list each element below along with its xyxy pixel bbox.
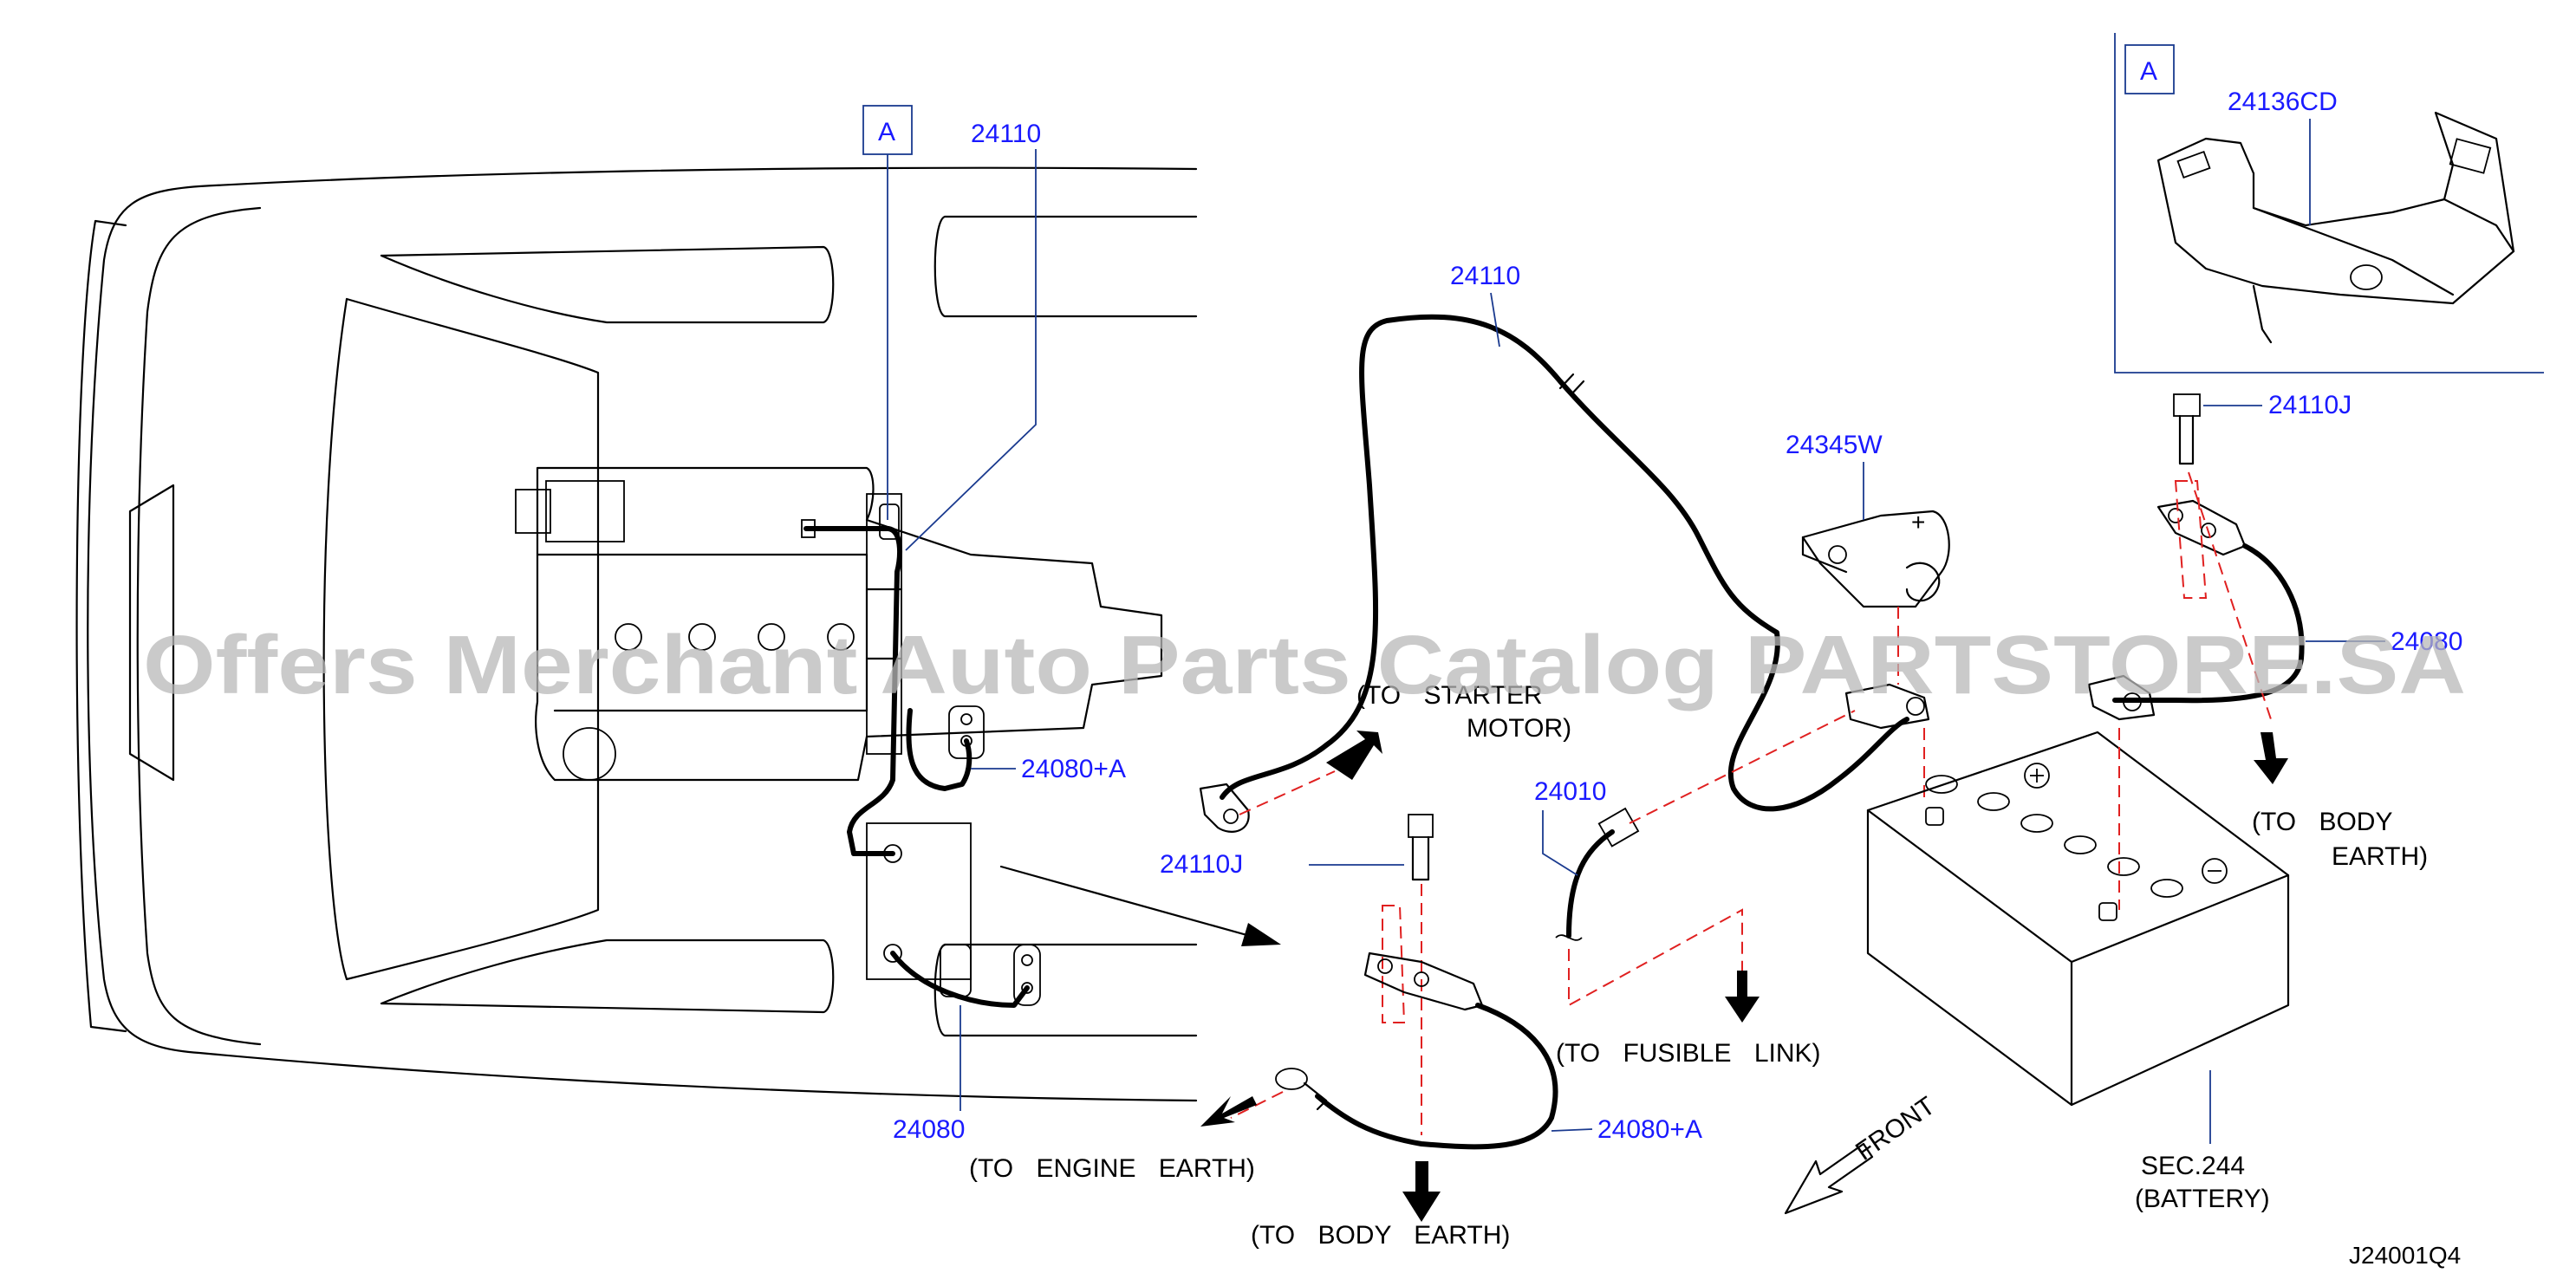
arrow-to-body-earth-right <box>2254 732 2288 784</box>
part-24345W: 24345W <box>1786 431 1883 459</box>
front-label: FRONT <box>1851 1091 1941 1166</box>
part-24080-right: 24080 <box>2391 627 2462 656</box>
part-24136CD: 24136CD <box>2228 88 2338 116</box>
positive-terminal-clamp <box>1844 683 1930 730</box>
inset-ref-a-box <box>2124 44 2175 94</box>
arrow-to-starter <box>1326 731 1382 780</box>
note-to-fusible-link: (TO FUSIBLE LINK) <box>1556 1039 1821 1068</box>
part-24080A-lower: 24080+A <box>1597 1115 1702 1144</box>
ref-a-label: A <box>878 118 895 146</box>
cable-24080-on-vehicle <box>890 951 1030 1008</box>
part-24110-center: 24110 <box>1450 262 1520 290</box>
part-24080A-upper: 24080+A <box>1021 755 1126 783</box>
leader-24110-center <box>1490 292 1500 347</box>
cable-24010-break <box>1555 934 1583 941</box>
note-to-starter-2: MOTOR) <box>1467 714 1571 743</box>
battery <box>1866 731 2290 1107</box>
sec-244-label: SEC.244 <box>2141 1152 2245 1180</box>
dash-to-starter <box>1239 770 1336 815</box>
note-to-starter: (TO STARTER <box>1356 681 1543 710</box>
dash-bolt-24110J-right <box>2188 471 2272 720</box>
part-24010: 24010 <box>1534 777 1606 806</box>
svg-text:+: + <box>1911 509 1925 536</box>
note-to-body-earth-right-2: EARTH) <box>2332 842 2428 871</box>
bolt-on-engine <box>801 519 816 538</box>
watermark-text: Offers Merchant Auto Parts Catalog PARTS… <box>143 619 2466 711</box>
part-24110J-right: 24110J <box>2268 391 2352 419</box>
inset-ref-a-label: A <box>2140 57 2157 86</box>
note-to-body-earth-bottom: (TO BODY EARTH) <box>1251 1221 1510 1250</box>
cable-24080A-on-vehicle <box>906 708 973 791</box>
cable-24080-right <box>2112 543 2305 704</box>
battery-label: (BATTERY) <box>2135 1185 2270 1213</box>
dash-fusible-to-terminal <box>1629 710 1856 824</box>
leader-24010 <box>1542 810 1578 876</box>
leader-24110-top <box>905 149 1037 551</box>
negative-terminal-clamp <box>2087 674 2156 721</box>
dash-24110J-left-guide <box>1382 905 1406 1023</box>
part-24110-top: 24110 <box>971 120 1041 148</box>
connector-24010 <box>1597 807 1640 848</box>
detail-pointer-arrow <box>999 865 1267 942</box>
cable-24010 <box>1566 829 1615 939</box>
arrow-to-engine-earth <box>1200 1096 1257 1127</box>
note-to-body-earth-right: (TO BODY <box>2252 808 2392 836</box>
dash-24110J-right-guide <box>2174 480 2208 599</box>
cable-break-mark <box>1558 373 1585 397</box>
arrow-to-fusible-link <box>1725 971 1760 1023</box>
terminal-cover-24345W: + <box>1801 509 1950 608</box>
leader-24080A-lower <box>1551 1128 1593 1132</box>
bolt-24110J-left-shank <box>1411 835 1430 881</box>
bracket-24136CD <box>2156 111 2515 344</box>
bolt-24110J-left <box>1408 814 1434 838</box>
bolt-24110J-right <box>2173 393 2201 465</box>
terminal-on-engine <box>879 503 900 540</box>
dash-positive-to-battery <box>1897 607 1925 797</box>
terminal-24080A-lower <box>1363 952 1484 1011</box>
vehicle-body-outline <box>75 166 1198 1102</box>
cable-24080A-lower <box>1315 1003 1558 1150</box>
front-arrow <box>1784 1142 1874 1215</box>
detail-pointer-arrowhead <box>1241 923 1281 946</box>
note-to-engine-earth: (TO ENGINE EARTH) <box>969 1154 1255 1183</box>
part-24080-bottom: 24080 <box>893 1115 965 1144</box>
ring-terminal-engine-earth <box>1275 1068 1328 1111</box>
part-24110J-left: 24110J <box>1160 850 1243 879</box>
cable-24110-on-vehicle <box>803 526 902 856</box>
inset-a-frame <box>2114 33 2544 373</box>
arrow-to-body-earth-bottom <box>1402 1161 1441 1222</box>
figure-id: J24001Q4 <box>2349 1242 2461 1269</box>
cable-24110 <box>1220 314 1909 812</box>
dash-to-fusible-link <box>1568 908 1743 1007</box>
engine-block <box>515 466 1163 782</box>
